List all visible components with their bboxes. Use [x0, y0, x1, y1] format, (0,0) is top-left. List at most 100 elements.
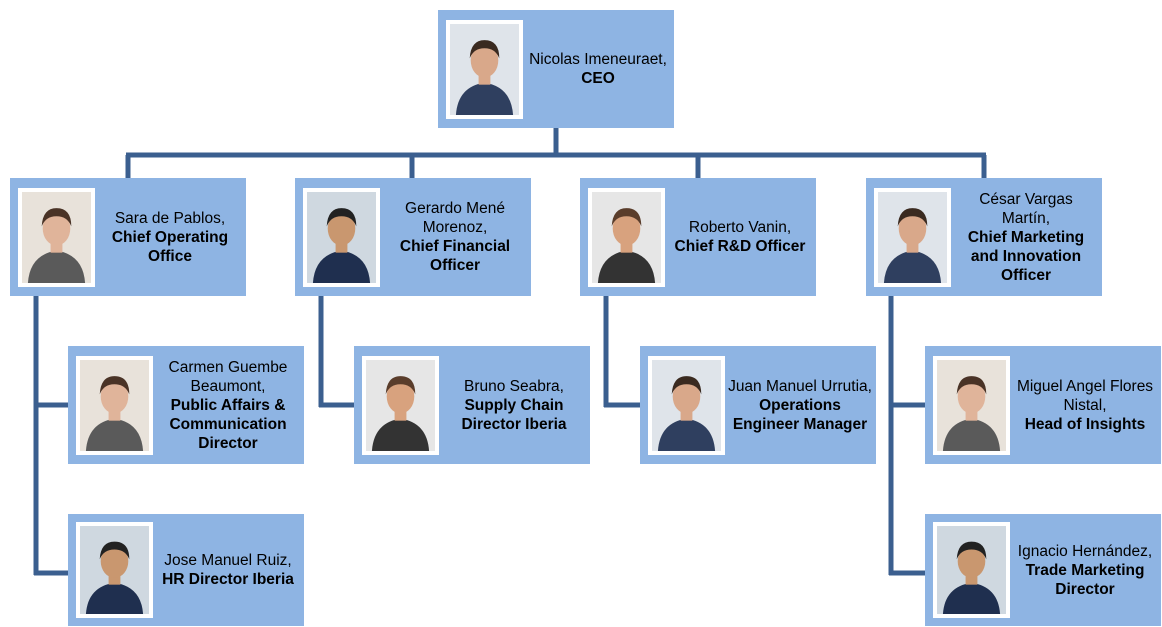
- report-1-2-text: Jose Manuel Ruiz, HR Director Iberia: [156, 520, 300, 620]
- portrait-face: [327, 211, 356, 246]
- portrait-hair: [897, 208, 928, 227]
- report-1-2-role: HR Director Iberia: [162, 571, 294, 588]
- portrait-hair: [385, 376, 416, 395]
- portrait-hair: [671, 376, 702, 395]
- exec-4-name: César Vargas Martín,: [979, 190, 1073, 227]
- portrait-neck: [108, 572, 121, 585]
- portrait-neck: [906, 240, 919, 253]
- exec-2-text: Gerardo Mené Morenoz, Chief Financial Of…: [383, 186, 527, 288]
- portrait-hair: [99, 376, 130, 395]
- exec-3-name: Roberto Vanin,: [688, 219, 792, 236]
- report-3-1-photo: [648, 356, 725, 455]
- portrait-image: [937, 526, 1006, 614]
- report-3-1-name: Juan Manuel Urrutia,: [728, 377, 872, 395]
- portrait-image: [937, 360, 1006, 451]
- report-4-2-name: Ignacio Hernández,: [1017, 542, 1153, 560]
- report-2-1-name: Bruno Seabra,: [464, 377, 564, 395]
- portrait-body: [312, 250, 371, 283]
- exec-1-text: Sara de Pablos, Chief Operating Office: [98, 186, 242, 288]
- portrait-image: [450, 24, 519, 115]
- portrait-face: [100, 379, 129, 414]
- report-1-1-photo: [76, 356, 153, 455]
- portrait-face: [612, 211, 641, 246]
- portrait-face: [672, 379, 701, 414]
- portrait-face: [957, 379, 986, 414]
- portrait-body: [455, 82, 514, 115]
- exec-2-role: Chief Financial Officer: [399, 238, 511, 274]
- report-3-1-text: Juan Manuel Urrutia, Operations Engineer…: [728, 354, 872, 456]
- report-1-1-name: Carmen Guembe Beaumont,: [168, 358, 288, 395]
- report-4-2-text: Ignacio Hernández, Trade Marketing Direc…: [1013, 520, 1157, 620]
- exec-1-photo: [18, 188, 95, 287]
- ceo-text: Nicolas Imeneuraet, CEO: [526, 18, 670, 120]
- report-4-1-photo: [933, 356, 1010, 455]
- portrait-hair: [326, 208, 357, 227]
- report-box-1-1: Carmen Guembe Beaumont, Public Affairs &…: [68, 346, 304, 464]
- exec-box-2: Gerardo Mené Morenoz, Chief Financial Of…: [295, 178, 531, 296]
- exec-4-photo: [874, 188, 951, 287]
- ceo-name: Nicolas Imeneuraet,: [529, 51, 667, 68]
- report-box-1-2: Jose Manuel Ruiz, HR Director Iberia: [68, 514, 304, 626]
- portrait-body: [27, 250, 86, 283]
- report-1-1-role: Public Affairs & Communication Director: [169, 396, 287, 452]
- report-2-1-photo: [362, 356, 439, 455]
- ceo-box: Nicolas Imeneuraet, CEO: [438, 10, 674, 128]
- portrait-hair: [956, 541, 987, 560]
- portrait-image: [80, 360, 149, 451]
- portrait-hair: [99, 541, 130, 560]
- report-box-2-1: Bruno Seabra, Supply Chain Director Iber…: [354, 346, 590, 464]
- report-1-1-text: Carmen Guembe Beaumont, Public Affairs &…: [156, 354, 300, 456]
- report-2-1-text: Bruno Seabra, Supply Chain Director Iber…: [442, 354, 586, 456]
- portrait-body: [85, 418, 144, 451]
- report-1-2-photo: [76, 522, 153, 618]
- portrait-image: [22, 192, 91, 283]
- exec-1-role: Chief Operating Office: [111, 228, 229, 265]
- report-1-2-name: Jose Manuel Ruiz,: [164, 552, 292, 569]
- portrait-image: [878, 192, 947, 283]
- report-4-2-role: Trade Marketing Director: [1025, 561, 1145, 598]
- portrait-body: [657, 418, 716, 451]
- portrait-body: [942, 418, 1001, 451]
- portrait-neck: [620, 240, 633, 253]
- portrait-neck: [394, 408, 407, 421]
- report-box-3-1: Juan Manuel Urrutia, Operations Engineer…: [640, 346, 876, 464]
- portrait-body: [942, 582, 1001, 614]
- report-4-1-name: Miguel Angel Flores Nistal,: [1016, 377, 1154, 414]
- portrait-image: [80, 526, 149, 614]
- portrait-image: [366, 360, 435, 451]
- report-4-1-role: Head of Insights: [1024, 415, 1146, 433]
- exec-4-text: César Vargas Martín, Chief Marketing and…: [954, 186, 1098, 288]
- portrait-face: [386, 379, 415, 414]
- portrait-hair: [956, 376, 987, 395]
- exec-1-name: Sara de Pablos,: [114, 209, 226, 227]
- portrait-neck: [335, 240, 348, 253]
- exec-2-name: Gerardo Mené Morenoz,: [405, 200, 505, 236]
- exec-3-role: Chief R&D Officer: [674, 238, 806, 255]
- portrait-image: [652, 360, 721, 451]
- portrait-hair: [41, 208, 72, 227]
- portrait-hair: [469, 40, 500, 59]
- portrait-image: [592, 192, 661, 283]
- portrait-body: [883, 250, 942, 283]
- exec-box-4: César Vargas Martín, Chief Marketing and…: [866, 178, 1102, 296]
- portrait-image: [307, 192, 376, 283]
- portrait-face: [100, 544, 129, 578]
- report-box-4-1: Miguel Angel Flores Nistal, Head of Insi…: [925, 346, 1161, 464]
- report-4-1-text: Miguel Angel Flores Nistal, Head of Insi…: [1013, 354, 1157, 456]
- exec-box-1: Sara de Pablos, Chief Operating Office: [10, 178, 246, 296]
- portrait-neck: [965, 408, 978, 421]
- ceo-photo: [446, 20, 523, 119]
- exec-box-3: Roberto Vanin, Chief R&D Officer: [580, 178, 816, 296]
- exec-4-role: Chief Marketing and Innovation Officer: [967, 228, 1085, 284]
- report-3-1-role: Operations Engineer Manager: [732, 396, 868, 433]
- report-4-2-photo: [933, 522, 1010, 618]
- portrait-face: [42, 211, 71, 246]
- portrait-neck: [680, 408, 693, 421]
- exec-3-text: Roberto Vanin, Chief R&D Officer: [668, 186, 812, 288]
- portrait-face: [957, 544, 986, 578]
- portrait-hair: [611, 208, 642, 227]
- portrait-neck: [50, 240, 63, 253]
- portrait-neck: [108, 408, 121, 421]
- portrait-neck: [478, 72, 491, 85]
